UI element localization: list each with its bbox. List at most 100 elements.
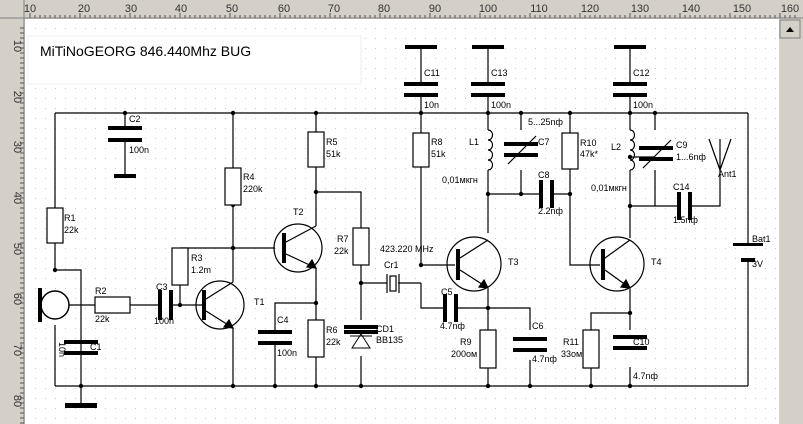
grid-dot bbox=[385, 418, 386, 419]
grid-dot bbox=[715, 218, 716, 219]
resistor-r10[interactable] bbox=[561, 132, 579, 170]
transistor-t2[interactable] bbox=[273, 223, 323, 273]
capacitor-c14[interactable] bbox=[677, 192, 692, 220]
resistor-r9[interactable] bbox=[479, 329, 497, 369]
grid-dot bbox=[95, 378, 96, 379]
grid-dot bbox=[435, 208, 436, 209]
crystal-cr1[interactable] bbox=[386, 274, 400, 293]
grid-dot bbox=[725, 238, 726, 239]
grid-dot bbox=[265, 338, 266, 339]
label-c1-name: C1 bbox=[90, 342, 102, 352]
grid-dot bbox=[395, 268, 396, 269]
resistor-r2[interactable] bbox=[94, 296, 131, 314]
grid-dot bbox=[155, 258, 156, 259]
grid-dot bbox=[655, 368, 656, 369]
grid-dot bbox=[345, 248, 346, 249]
grid-dot bbox=[725, 258, 726, 259]
resistor-r4[interactable] bbox=[224, 167, 242, 206]
grid-dot bbox=[475, 228, 476, 229]
transistor-t3[interactable] bbox=[446, 236, 502, 292]
grid-dot bbox=[255, 238, 256, 239]
grid-dot bbox=[265, 298, 266, 299]
grid-dot bbox=[575, 298, 576, 299]
grid-dot bbox=[575, 128, 576, 129]
capacitor-c12[interactable] bbox=[613, 45, 647, 97]
resistor-r6[interactable] bbox=[307, 319, 325, 358]
resistor-r1[interactable] bbox=[46, 207, 64, 244]
grid-dot bbox=[635, 108, 636, 109]
vertical-scrollbar[interactable] bbox=[779, 19, 803, 424]
grid-dot bbox=[75, 218, 76, 219]
capacitor-c8[interactable] bbox=[539, 180, 554, 208]
capacitor-c10[interactable] bbox=[613, 335, 647, 350]
grid-dot bbox=[245, 268, 246, 269]
grid-dot bbox=[725, 268, 726, 269]
grid-dot bbox=[755, 348, 756, 349]
drawing-canvas[interactable] bbox=[25, 19, 779, 424]
resistor-r5[interactable] bbox=[307, 131, 325, 168]
grid-dot bbox=[305, 248, 306, 249]
grid-dot bbox=[285, 138, 286, 139]
grid-dot bbox=[355, 28, 356, 29]
grid-dot bbox=[385, 278, 386, 279]
capacitor-c6[interactable] bbox=[513, 337, 547, 352]
grid-dot bbox=[75, 358, 76, 359]
grid-dot bbox=[745, 238, 746, 239]
grid-dot bbox=[215, 388, 216, 389]
grid-dot bbox=[635, 28, 636, 29]
grid-dot bbox=[505, 238, 506, 239]
grid-dot bbox=[505, 38, 506, 39]
resistor-r3[interactable] bbox=[171, 247, 189, 286]
capacitor-c4[interactable] bbox=[258, 330, 292, 345]
top-ruler-labels: 10 20 30 40 50 60 70 80 90 100 110 120 1… bbox=[24, 3, 799, 15]
resistor-r8[interactable] bbox=[412, 132, 430, 168]
capacitor-c1[interactable] bbox=[64, 340, 98, 355]
battery-bat1[interactable] bbox=[733, 243, 763, 262]
capacitor-c3[interactable] bbox=[158, 290, 173, 320]
inductor-l2[interactable] bbox=[629, 129, 636, 171]
grid-dot bbox=[705, 168, 706, 169]
antenna-icon[interactable] bbox=[708, 138, 732, 171]
varicap-diode-cd1[interactable] bbox=[344, 325, 378, 349]
capacitor-c13[interactable] bbox=[471, 45, 505, 97]
grid-dot bbox=[115, 398, 116, 399]
grid-dot bbox=[45, 118, 46, 119]
capacitor-c2[interactable] bbox=[108, 126, 142, 142]
grid-dot bbox=[685, 88, 686, 89]
grid-dot bbox=[505, 328, 506, 329]
grid-dot bbox=[445, 408, 446, 409]
grid-dot bbox=[135, 328, 136, 329]
grid-dot bbox=[325, 288, 326, 289]
grid-dot bbox=[735, 388, 736, 389]
capacitor-c11[interactable] bbox=[404, 45, 438, 97]
grid-dot bbox=[105, 418, 106, 419]
grid-dot bbox=[225, 268, 226, 269]
capacitor-c9[interactable] bbox=[639, 139, 673, 169]
inductor-l1[interactable] bbox=[487, 129, 494, 171]
grid-dot bbox=[595, 288, 596, 289]
resistor-r7[interactable] bbox=[352, 227, 370, 266]
resistor-r11[interactable] bbox=[582, 329, 600, 369]
grid-dot bbox=[595, 78, 596, 79]
grid-dot bbox=[575, 88, 576, 89]
microphone-icon[interactable] bbox=[38, 288, 70, 322]
grid-dot bbox=[685, 388, 686, 389]
grid-dot bbox=[365, 358, 366, 359]
grid-dot bbox=[565, 58, 566, 59]
capacitor-c5[interactable] bbox=[443, 294, 458, 322]
grid-dot bbox=[625, 418, 626, 419]
capacitor-c7[interactable] bbox=[504, 135, 538, 165]
grid-dot bbox=[455, 58, 456, 59]
transistor-t1[interactable] bbox=[195, 280, 245, 330]
grid-dot bbox=[505, 258, 506, 259]
grid-dot bbox=[215, 208, 216, 209]
grid-dot bbox=[375, 228, 376, 229]
grid-dot bbox=[695, 308, 696, 309]
grid-dot bbox=[315, 398, 316, 399]
grid-dot bbox=[625, 168, 626, 169]
transistor-t4[interactable] bbox=[589, 236, 645, 292]
grid-dot bbox=[725, 108, 726, 109]
grid-dot bbox=[295, 178, 296, 179]
grid-dot bbox=[135, 408, 136, 409]
